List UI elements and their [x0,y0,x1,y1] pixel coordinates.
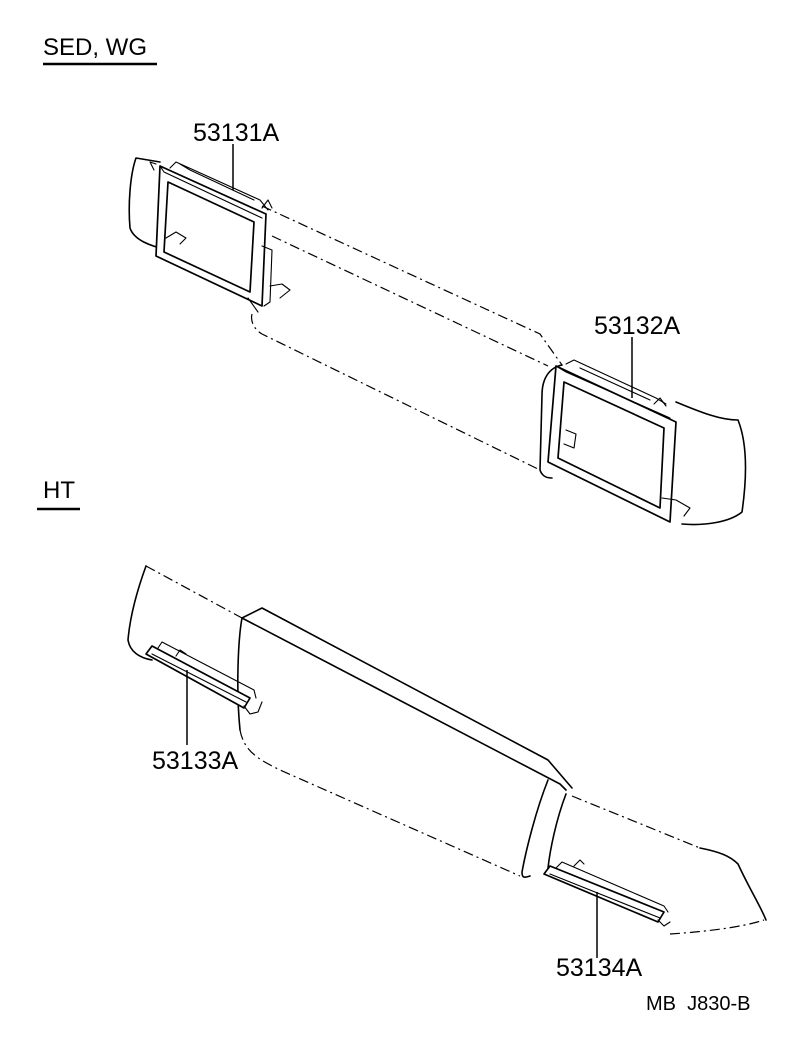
ht-right-body-outline [547,793,767,921]
label-53134a: 53134A [556,954,643,982]
sed-left-body-outline [128,157,169,251]
section-title-sed-wg: SED, WG [43,34,147,61]
label-53132a: 53132A [594,312,681,340]
section-ht: HT 53133A 53134A [37,477,767,982]
headlamp-door-53132a [547,359,691,523]
sed-right-body-outline [539,364,747,526]
ht-left-body-dashed [145,565,243,619]
label-53133a: 53133A [152,747,239,775]
sed-center-grille-outline [250,205,563,471]
diagram-code: MB J830-B [646,993,750,1015]
ht-center-panel-outline [237,607,573,791]
section-sed-wg: SED, WG 53131A 53132A [43,34,747,526]
label-53131a: 53131A [193,119,280,147]
trim-strip-53134a [543,859,671,927]
ht-center-panel-dashed [239,607,549,877]
trim-strip-53133a [145,641,263,715]
ht-right-body-dashed [571,795,765,935]
headlamp-door-53131a [149,161,291,313]
ht-left-body-outline [127,565,153,661]
section-title-ht: HT [43,477,75,504]
ht-center-panel-right-edge [521,779,549,878]
